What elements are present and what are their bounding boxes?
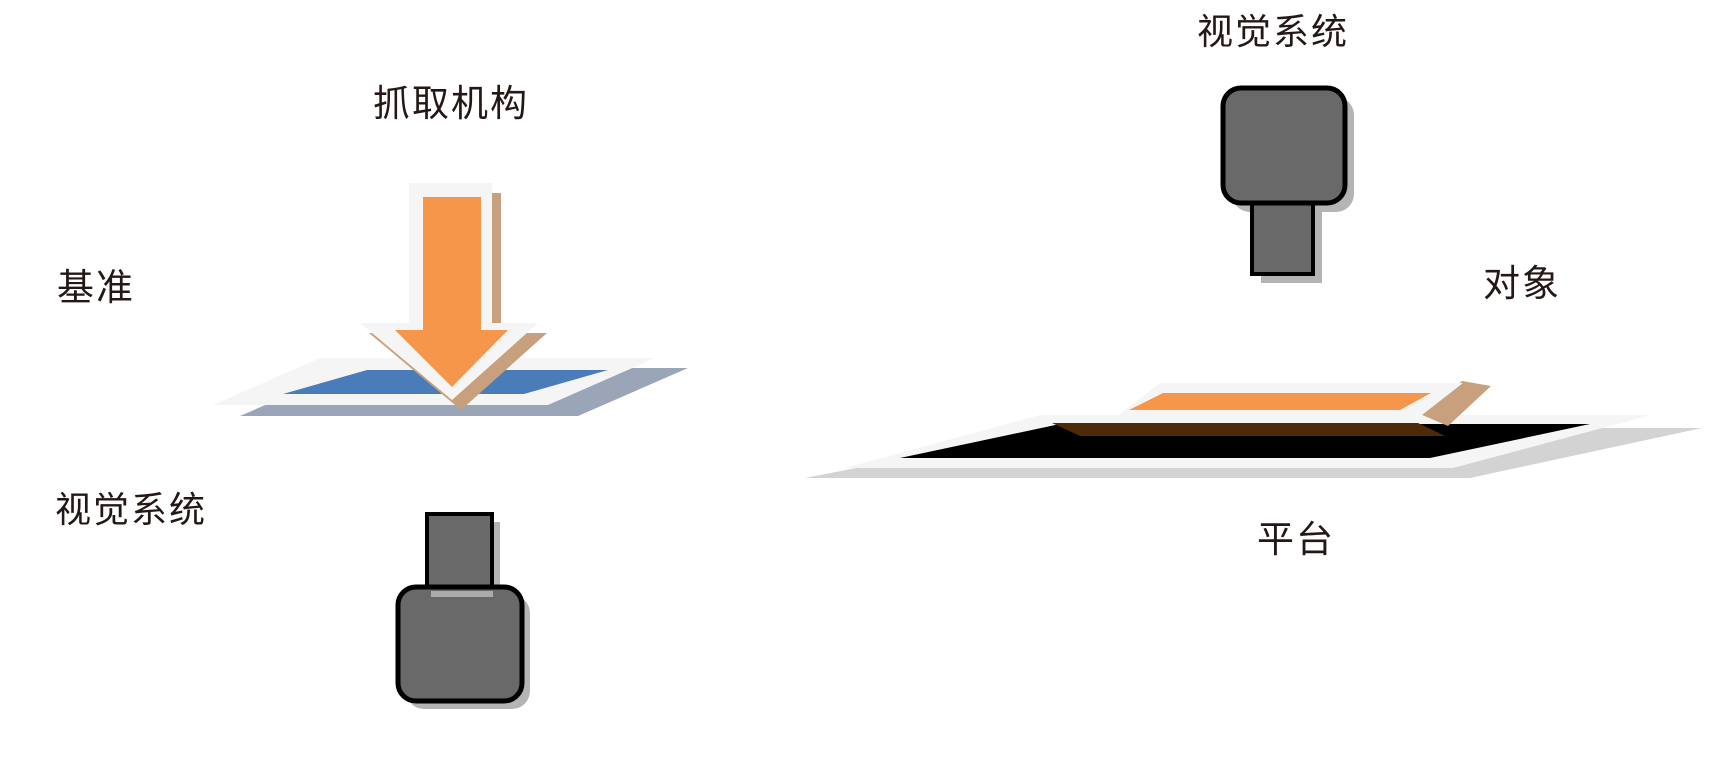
platform-label: 平台 (1257, 519, 1335, 560)
platform-group (805, 381, 1702, 478)
object-shadow-tan (1420, 381, 1491, 426)
gripper-label: 抓取机构 (373, 83, 529, 124)
object-surface (1129, 393, 1431, 410)
gripper-arrow (395, 197, 508, 387)
gripper-arrow-group (360, 183, 547, 410)
camera-body (395, 584, 525, 704)
camera-joint-highlight (431, 591, 493, 597)
datum-label: 基准 (57, 267, 135, 308)
vision-system-label-left: 视觉系统 (55, 489, 208, 530)
vision-camera-lens (1250, 200, 1315, 276)
camera-lens (425, 512, 494, 591)
vision-system-label-right: 视觉系统 (1197, 11, 1350, 52)
upward-camera-icon (395, 512, 530, 709)
object-shadow-dark (1052, 423, 1445, 436)
object-label: 对象 (1483, 263, 1561, 304)
vision-camera-body (1220, 85, 1348, 206)
downward-camera-icon (1220, 85, 1354, 283)
